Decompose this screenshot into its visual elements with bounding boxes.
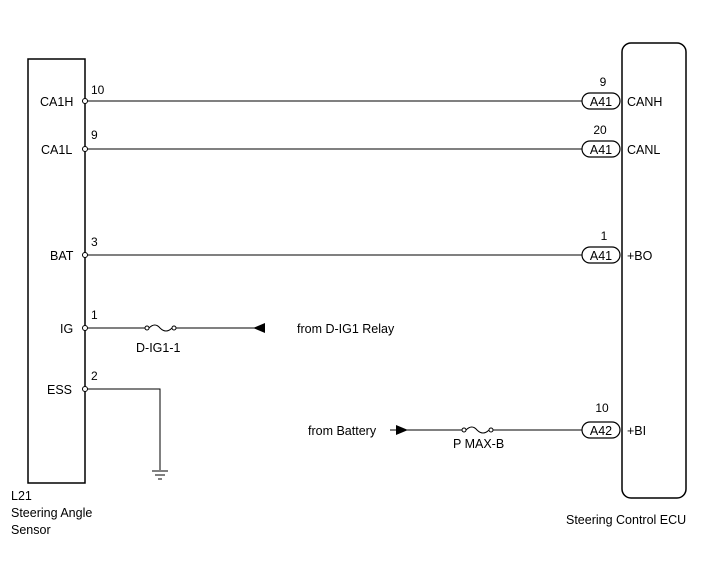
pin-number-canh: 9 [600,75,607,89]
pin-label-ess: ESS [47,383,72,397]
steering-control-ecu-box [621,42,687,499]
sensor-name-line1: Steering Angle [11,506,92,520]
pin-label-ca1h: CA1H [40,95,73,109]
pin-label-bi: +BI [627,424,646,438]
pin-label-bat: BAT [50,249,74,263]
pin-terminal-ca1l [82,146,88,152]
pin-number-bi: 10 [595,401,609,415]
steering-angle-sensor-box [27,58,86,484]
connector-badge [581,140,621,158]
fuse-terminal [488,427,494,433]
fuse-symbol-dig1 [148,324,173,332]
connector-badge [581,92,621,110]
pin-number-ca1h: 10 [91,83,105,97]
connector-label-bi: A42 [590,424,612,438]
connector-badge [581,246,621,264]
ecu-name: Steering Control ECU [566,513,686,527]
pin-number-bo: 1 [601,229,608,243]
pin-terminal-bat [82,252,88,258]
arrow-icon [396,425,408,435]
pin-terminal-ess [82,386,88,392]
arrow-icon [253,323,265,333]
fuse-terminal [144,325,150,331]
source-dig1-relay: from D-IG1 Relay [297,322,395,336]
pin-label-canl: CANL [627,143,660,157]
pin-number-canl: 20 [593,123,607,137]
pin-number-ess: 2 [91,369,98,383]
sensor-code: L21 [11,489,32,503]
wire-ess-ground [87,388,161,470]
pin-terminal-ca1h [82,98,88,104]
fuse-label-pmaxb: P MAX-B [453,437,504,451]
sensor-name-line2: Sensor [11,523,51,537]
pin-label-canh: CANH [627,95,662,109]
pin-label-ca1l: CA1L [41,143,72,157]
pin-terminal-ig [82,325,88,331]
connector-badge [581,421,621,439]
pin-number-ca1l: 9 [91,128,98,142]
connector-label-canh: A41 [590,95,612,109]
fuse-terminal [461,427,467,433]
fuse-label-dig1: D-IG1-1 [136,341,181,355]
pin-number-bat: 3 [91,235,98,249]
fuse-terminal [171,325,177,331]
pin-label-ig: IG [60,322,73,336]
source-battery: from Battery [308,424,377,438]
fuse-symbol-pmaxb [465,426,490,434]
connector-label-bo: A41 [590,249,612,263]
pin-label-bo: +BO [627,249,653,263]
connector-label-canl: A41 [590,143,612,157]
pin-number-ig: 1 [91,308,98,322]
